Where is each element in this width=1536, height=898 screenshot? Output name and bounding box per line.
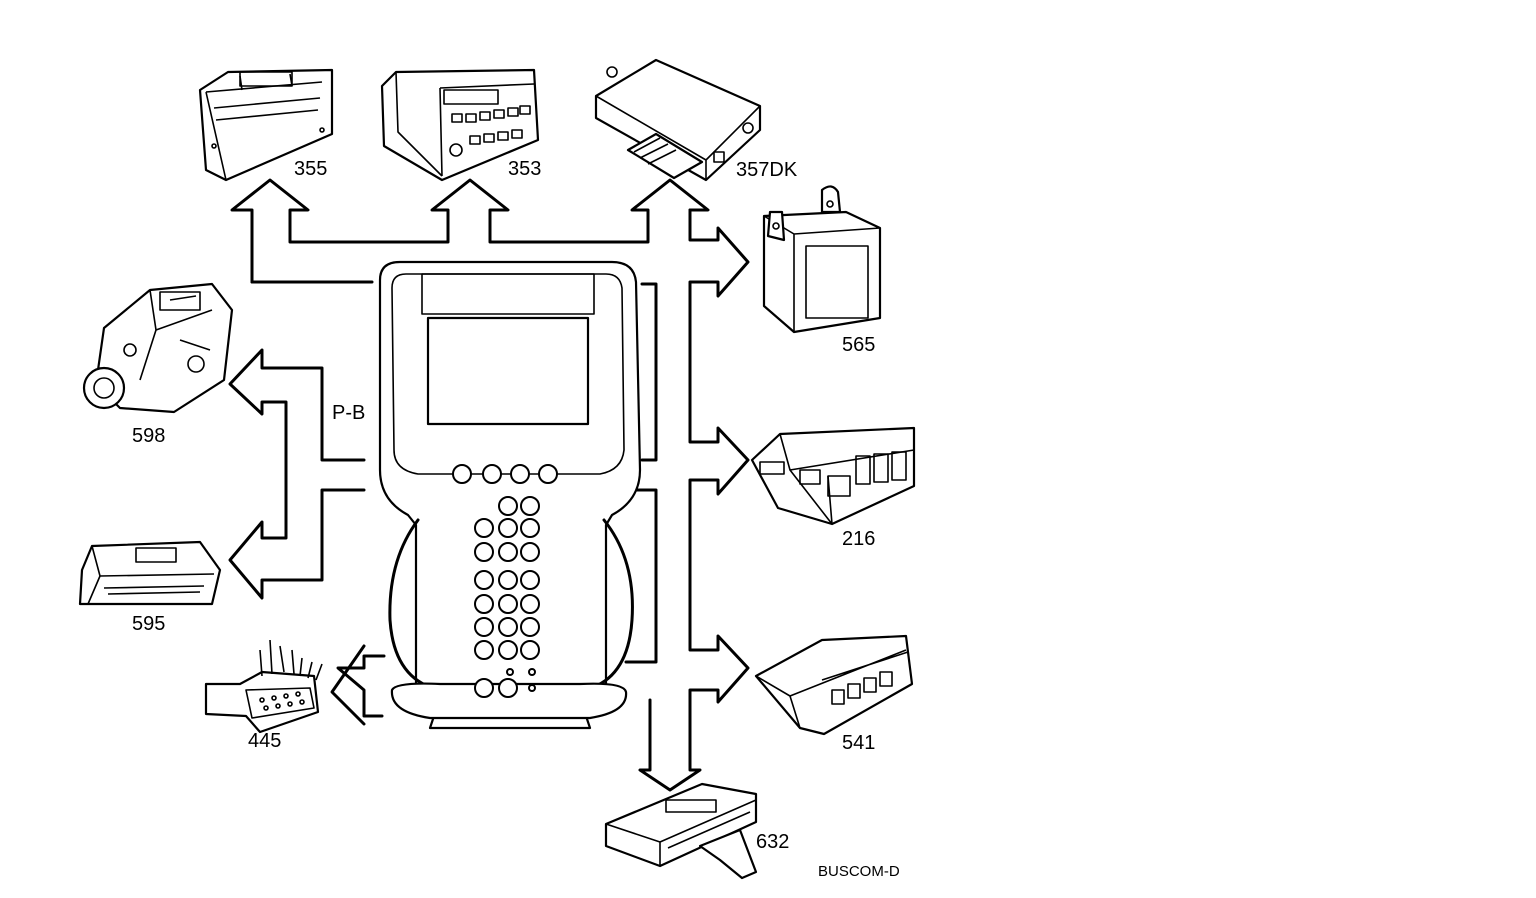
function-key-4	[538, 464, 558, 484]
labels: 355 353 357DK 565 598 216 595 541 445 63…	[132, 158, 900, 880]
label-355: 355	[294, 158, 327, 180]
bus-inner-right-a	[640, 282, 658, 462]
label-357dk: 357DK	[736, 159, 798, 181]
bus-inner-right-b	[624, 488, 658, 664]
bus-arrows	[228, 178, 750, 792]
component-565	[762, 185, 882, 334]
label-598: 598	[132, 425, 165, 447]
component-357dk	[594, 58, 762, 182]
bus-arrow-355	[230, 178, 710, 284]
cable-right	[582, 518, 634, 692]
bus-arrow-445	[336, 654, 386, 718]
label-565: 565	[842, 334, 875, 356]
display-top-strip	[421, 273, 595, 315]
label-541: 541	[842, 732, 875, 754]
scan-tool	[378, 260, 642, 730]
component-216	[750, 426, 916, 526]
display-screen	[426, 316, 590, 426]
component-632	[604, 782, 758, 880]
bus-arrow-445-head	[330, 644, 366, 726]
component-353	[380, 68, 540, 182]
component-595	[78, 540, 222, 606]
bus-arrow-598	[228, 348, 366, 600]
cable-left	[388, 518, 442, 692]
drawing-code: BUSCOM-D	[818, 863, 900, 880]
function-key-3	[510, 464, 530, 484]
component-355	[198, 68, 334, 182]
bus-label: P-B	[332, 402, 365, 424]
tool-bumper	[390, 682, 628, 720]
label-216: 216	[842, 528, 875, 550]
component-445	[204, 639, 323, 734]
function-key-2	[482, 464, 502, 484]
keypad	[474, 496, 540, 698]
label-353: 353	[508, 158, 541, 180]
component-598	[82, 282, 234, 414]
label-595: 595	[132, 613, 165, 635]
label-632: 632	[756, 831, 789, 853]
function-key-1	[452, 464, 472, 484]
component-541	[754, 634, 914, 736]
label-445: 445	[248, 730, 281, 752]
bus-right-trunk	[638, 208, 750, 792]
